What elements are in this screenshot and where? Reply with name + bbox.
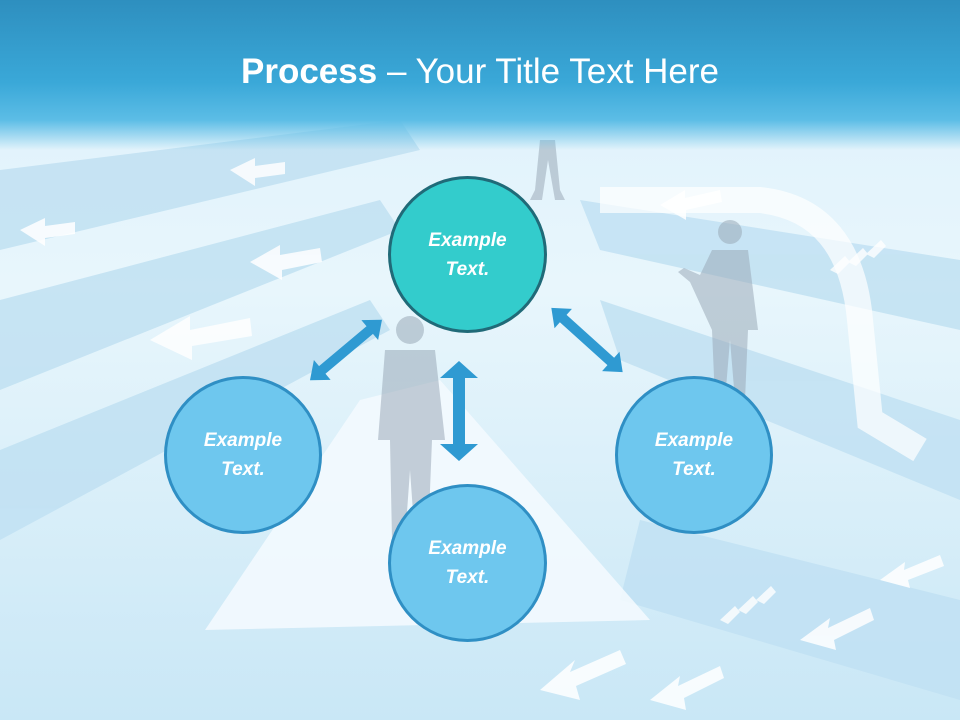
arrow-vertical [440, 361, 478, 461]
arrow-top-left [309, 319, 383, 381]
node-top[interactable]: Example Text. [388, 176, 547, 333]
node-left[interactable]: Example Text. [164, 376, 322, 534]
node-bottom-label: Example Text. [428, 538, 507, 588]
slide-title: Process – Your Title Text Here [0, 52, 960, 92]
node-right-label: Example Text. [654, 430, 734, 480]
header-band [0, 0, 960, 150]
road-curve [600, 187, 927, 462]
title-bold: Process [241, 52, 378, 91]
node-left-label: Example Text. [203, 430, 283, 480]
node-top-label: Example Text. [428, 229, 507, 280]
node-right[interactable]: Example Text. [615, 376, 773, 534]
arrow-top-right [551, 307, 623, 373]
node-bottom[interactable]: Example Text. [388, 484, 547, 642]
title-rest: – Your Title Text Here [377, 52, 719, 91]
